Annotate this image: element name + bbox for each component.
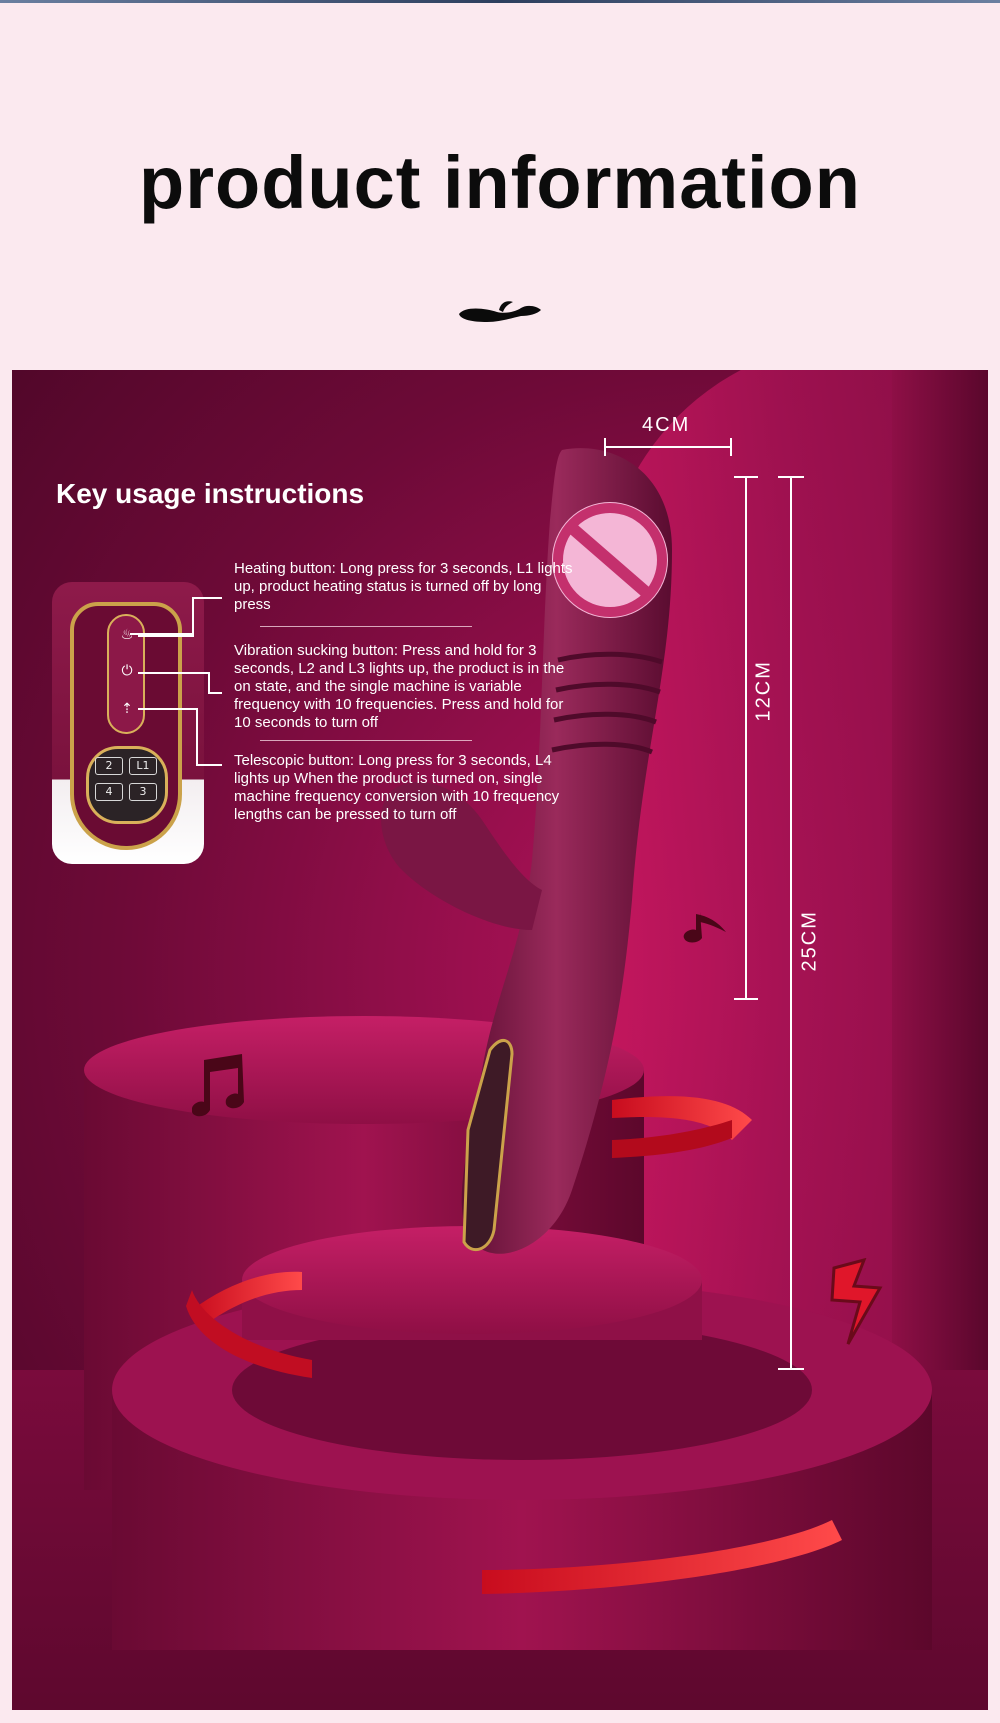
telescopic-button-icon: ⇡	[121, 701, 133, 717]
background-wall	[892, 370, 988, 1470]
connector-line	[192, 597, 194, 637]
total-dimension-tick	[778, 1368, 804, 1370]
button-strip: ♨ ⏻ ⇡	[107, 614, 145, 734]
insertable-dimension-line	[745, 476, 747, 1000]
connector-line	[138, 708, 198, 710]
connector-line	[138, 635, 194, 637]
control-panel-closeup: ♨ ⏻ ⇡ 2 L1 4 3	[52, 582, 204, 864]
total-dimension-label: 25CM	[798, 910, 821, 972]
instruction-divider	[260, 626, 472, 627]
music-note-icon	[192, 1054, 244, 1117]
product-image	[381, 448, 672, 1254]
width-dimension-tick	[730, 438, 732, 456]
section-title: Key usage instructions	[56, 478, 365, 509]
insertable-dimension-tick	[734, 998, 758, 1000]
width-dimension-label: 4CM	[642, 414, 691, 436]
instruction-vibration: Vibration sucking button: Press and hold…	[234, 642, 565, 731]
connector-line	[196, 708, 198, 766]
total-dimension-tick	[778, 476, 804, 478]
control-panel: ♨ ⏻ ⇡ 2 L1 4 3	[70, 602, 182, 850]
instruction-heating: Heating button: Long press for 3 seconds…	[234, 560, 573, 613]
connector-line	[196, 764, 222, 766]
indicator-4: 4	[95, 783, 123, 801]
width-dimension-line	[604, 446, 732, 448]
heat-button-icon: ♨	[120, 627, 134, 643]
page-title: product information	[139, 141, 861, 224]
connector-line	[208, 692, 222, 694]
product-panel: Key usage instructions ♨ ⏻ ⇡ 2 L1 4 3 He…	[12, 370, 988, 1710]
insertable-dimension-label: 12CM	[752, 660, 775, 722]
indicator-2: 2	[95, 757, 123, 775]
indicator-screen: 2 L1 4 3	[86, 746, 168, 824]
power-button-icon: ⏻	[121, 663, 133, 679]
insertable-dimension-tick	[734, 476, 758, 478]
censor-mark-icon	[552, 502, 668, 618]
divider-ornament-icon	[459, 301, 541, 322]
instruction-divider	[260, 740, 472, 741]
top-border	[0, 0, 1000, 3]
connector-line	[194, 597, 222, 599]
indicator-3: 3	[129, 783, 157, 801]
total-dimension-line	[790, 476, 792, 1370]
connector-line	[138, 672, 210, 674]
lightning-icon	[830, 1258, 883, 1345]
connector-line	[130, 597, 194, 635]
width-dimension-tick	[604, 438, 606, 456]
indicator-l1: L1	[129, 757, 157, 775]
music-note-icon	[683, 912, 726, 943]
instruction-telescopic: Telescopic button: Long press for 3 seco…	[234, 752, 560, 823]
connector-line	[208, 672, 210, 694]
